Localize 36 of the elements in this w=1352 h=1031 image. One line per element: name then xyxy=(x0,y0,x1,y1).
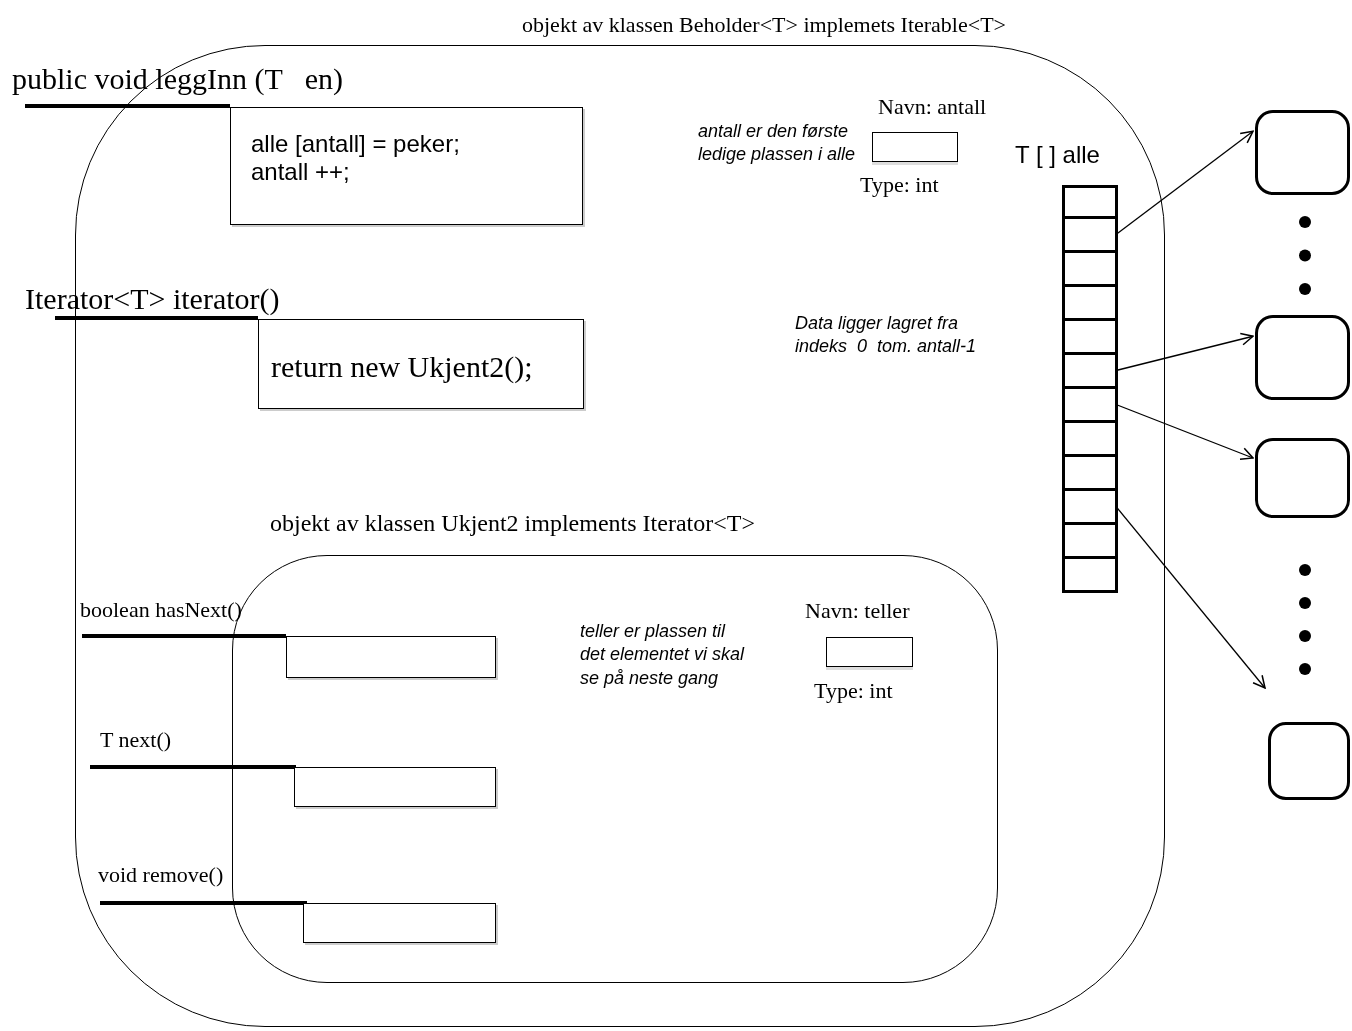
array-cell xyxy=(1062,185,1118,219)
array-label: T [ ] alle xyxy=(1015,141,1100,169)
method-signature: T next() xyxy=(100,727,172,753)
note-text: Data ligger lagret fra indeks 0 tom. antall-1 xyxy=(795,312,978,359)
array-cell xyxy=(1062,352,1118,389)
object-box xyxy=(1255,110,1350,195)
array-cell xyxy=(1062,420,1118,457)
method-signature: public void leggInn (T en) xyxy=(12,62,344,97)
arrow xyxy=(1115,505,1266,689)
method-signature: boolean hasNext() xyxy=(80,597,242,623)
object-box xyxy=(1255,438,1350,518)
code-box: return new Ukjent2(); xyxy=(258,319,584,409)
note-text: antall er den første ledige plassen i alle xyxy=(698,120,857,167)
array-cell xyxy=(1062,284,1118,321)
variable-type: Type: int xyxy=(860,172,939,198)
array-cell xyxy=(1062,216,1118,253)
array-cell xyxy=(1062,318,1118,355)
array-cell xyxy=(1062,556,1118,593)
note-text: teller er plassen til det elementet vi skal se på neste gang xyxy=(580,620,746,690)
array-cell xyxy=(1062,386,1118,423)
arrow xyxy=(1115,130,1254,236)
array-cell xyxy=(1062,488,1118,525)
object-heading: objekt av klassen Beholder<T> implemets Iterable<T> xyxy=(522,12,1006,38)
code-box: alle [antall] = peker; antall ++; xyxy=(230,107,583,225)
object-box xyxy=(1268,722,1350,800)
arrow xyxy=(1115,332,1254,372)
object-heading: objekt av klassen Ukjent2 implements Iterator<T> xyxy=(270,510,755,538)
array-cell xyxy=(1062,250,1118,287)
array-cell xyxy=(1062,522,1118,559)
variable-name: Navn: teller xyxy=(805,598,910,624)
object-box xyxy=(1255,315,1350,400)
variable-name: Navn: antall xyxy=(878,94,987,120)
arrow xyxy=(1115,403,1254,460)
method-signature: void remove() xyxy=(98,862,224,888)
variable-type: Type: int xyxy=(814,678,893,704)
array-cell xyxy=(1062,454,1118,491)
